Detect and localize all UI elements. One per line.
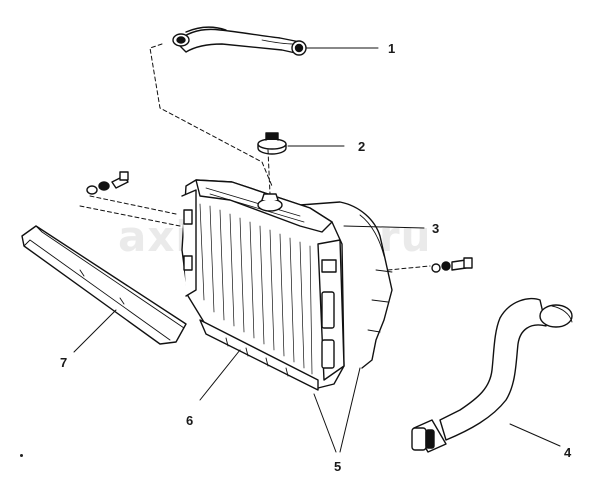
upper-radiator-hose-icon xyxy=(172,26,307,56)
callout-6: 6 xyxy=(186,413,194,428)
radiator-cap-icon xyxy=(257,132,287,155)
lower-radiator-hose-icon xyxy=(411,297,573,453)
radiator-assembly-icon xyxy=(181,179,393,391)
callout-1: 1 xyxy=(388,41,396,56)
callout-5: 5 xyxy=(334,459,342,474)
stray-dot xyxy=(20,454,23,457)
callout-2: 2 xyxy=(358,139,366,154)
bolt-washer-right-icon xyxy=(431,257,473,273)
callout-7: 7 xyxy=(60,355,68,370)
bolt-washer-left-icon xyxy=(86,171,129,195)
callout-3: 3 xyxy=(432,221,440,236)
air-deflector-icon xyxy=(21,225,187,345)
callout-4: 4 xyxy=(564,445,572,460)
